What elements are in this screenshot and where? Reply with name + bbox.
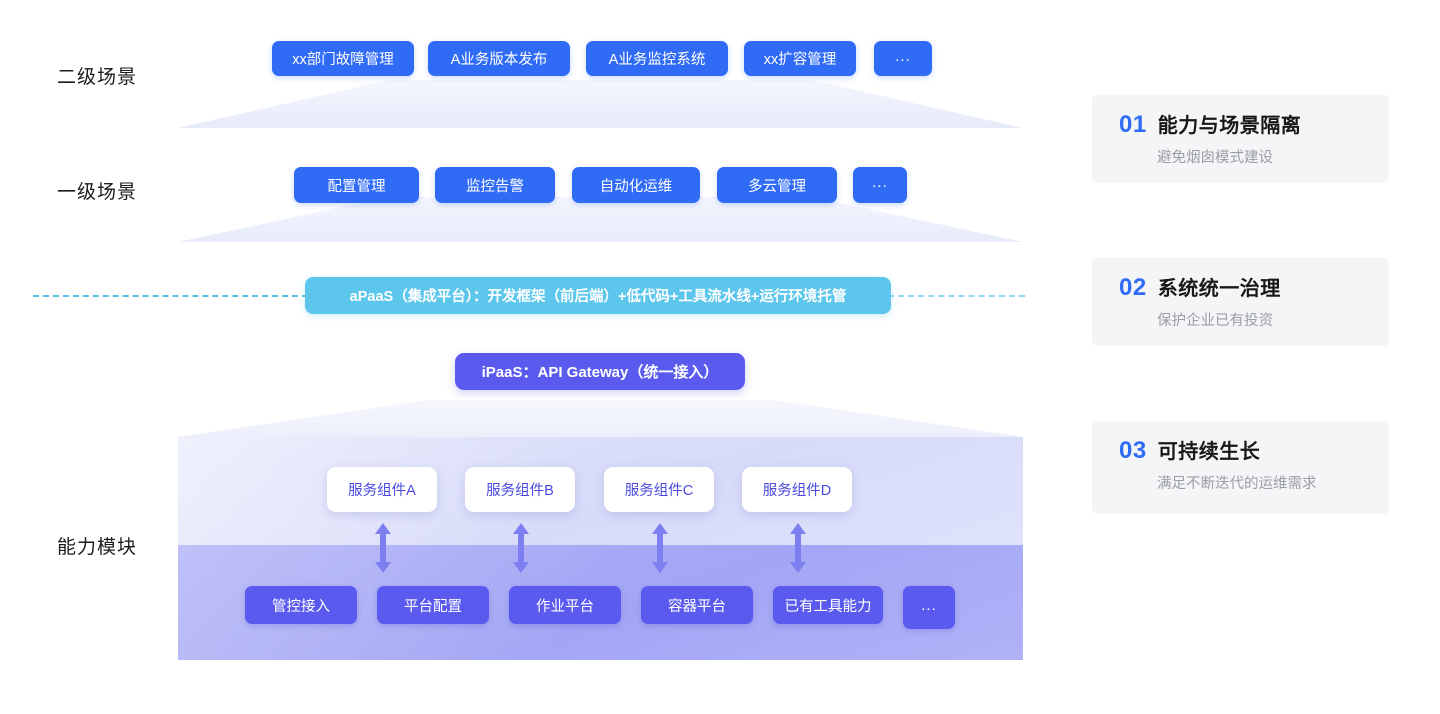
double-arrow-icon-4	[787, 522, 809, 574]
tool-button-3[interactable]: 作业平台	[509, 586, 621, 624]
info-card-subtitle-03: 满足不断迭代的运维需求	[1157, 476, 1317, 492]
info-card-subtitle-01: 避免烟囱模式建设	[1157, 150, 1273, 166]
scene-layer-secondary-button-2[interactable]: A业务版本发布	[428, 41, 570, 76]
tool-button-1[interactable]: 管控接入	[245, 586, 357, 624]
tool-button-4[interactable]: 容器平台	[641, 586, 753, 624]
service-component-card-3[interactable]: 服务组件C	[604, 467, 714, 512]
apaas-dashed-line-right	[888, 295, 1025, 297]
ipaas-gateway-bar[interactable]: iPaaS：API Gateway（统一接入）	[455, 353, 745, 390]
info-card-number-03: 03	[1119, 437, 1147, 464]
axis-label-1: 二级场景	[57, 67, 138, 88]
info-card-01	[1092, 95, 1389, 183]
double-arrow-icon-3	[649, 522, 671, 574]
double-arrow-icon-1	[372, 522, 394, 574]
capability-box-middle-band	[178, 437, 1023, 545]
service-component-card-1[interactable]: 服务组件A	[327, 467, 437, 512]
scene-layer-primary-button-3[interactable]: 自动化运维	[572, 167, 700, 203]
scene-layer-secondary-button-1[interactable]: xx部门故障管理	[272, 41, 414, 76]
scene-layer-primary-button-5[interactable]: ...	[853, 167, 907, 203]
info-card-heading-03: 03 可持续生长	[1119, 435, 1260, 465]
info-card-title-02: 系统统一治理	[1157, 278, 1281, 300]
info-card-number-02: 02	[1119, 274, 1147, 301]
capability-box-top-face	[178, 400, 1023, 437]
info-card-subtitle-02: 保护企业已有投资	[1157, 313, 1273, 329]
scene-layer-primary-button-1[interactable]: 配置管理	[294, 167, 419, 203]
double-arrow-icon-2	[510, 522, 532, 574]
scene-layer-secondary-button-5[interactable]: ...	[874, 41, 932, 76]
info-card-number-01: 01	[1119, 111, 1147, 138]
scene-layer-secondary-button-3[interactable]: A业务监控系统	[586, 41, 728, 76]
tool-button-5[interactable]: 已有工具能力	[773, 586, 883, 624]
apaas-dashed-line-left	[33, 295, 308, 297]
info-card-title-01: 能力与场景隔离	[1157, 115, 1302, 137]
scene-layer-secondary-trapezoid	[178, 80, 1023, 128]
info-card-heading-01: 01 能力与场景隔离	[1119, 109, 1301, 139]
scene-layer-primary-trapezoid	[178, 197, 1023, 242]
scene-layer-primary-button-2[interactable]: 监控告警	[435, 167, 555, 203]
info-card-02	[1092, 258, 1389, 346]
service-component-card-4[interactable]: 服务组件D	[742, 467, 852, 512]
axis-label-3: 能力模块	[57, 537, 138, 558]
tool-button-2[interactable]: 平台配置	[377, 586, 489, 624]
service-component-card-2[interactable]: 服务组件B	[465, 467, 575, 512]
tool-button-6[interactable]: ...	[903, 586, 955, 629]
axis-label-2: 一级场景	[57, 182, 138, 203]
info-card-heading-02: 02 系统统一治理	[1119, 272, 1281, 302]
scene-layer-primary-button-4[interactable]: 多云管理	[717, 167, 837, 203]
apaas-platform-bar[interactable]: aPaaS（集成平台）：开发框架（前后端）+低代码+工具流水线+运行环境托管	[305, 277, 891, 314]
scene-layer-secondary-button-4[interactable]: xx扩容管理	[744, 41, 856, 76]
info-card-title-03: 可持续生长	[1157, 441, 1261, 463]
info-card-03	[1092, 421, 1389, 514]
